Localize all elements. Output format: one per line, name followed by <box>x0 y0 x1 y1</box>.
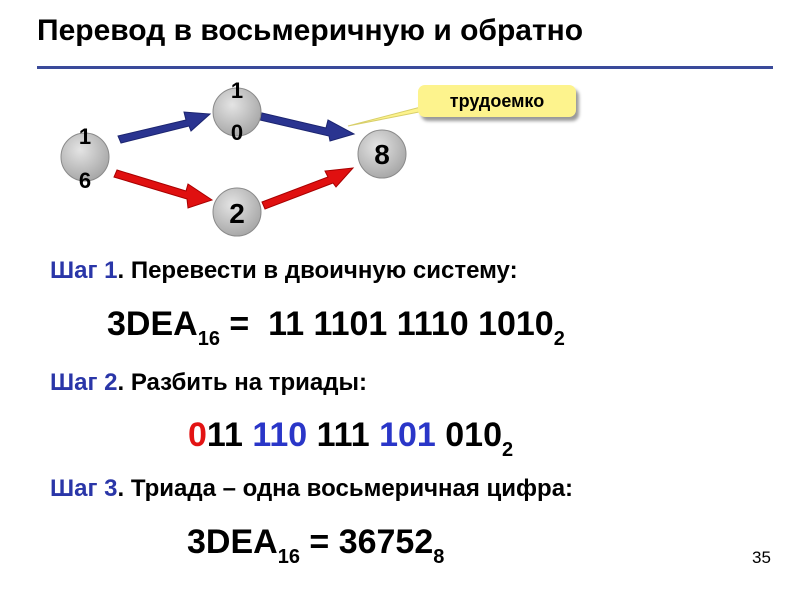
slide-title: Перевод в восьмеричную и обратно <box>37 14 584 47</box>
node-2: 2 <box>212 187 262 237</box>
eq3-equals: = <box>299 523 339 561</box>
step-1: Шаг 1. Перевести в двоичную систему: <box>50 257 518 285</box>
triad-4: 101 <box>379 416 436 454</box>
eq3-rhs: 36752 <box>338 523 434 561</box>
node-16-digit-1: 1 <box>79 124 91 149</box>
equation-octal: 3DEA16 = 367528 <box>187 523 444 567</box>
eq1-rhs: 11 1101 1110 1010 <box>268 305 554 343</box>
node-16: 1 6 <box>60 124 110 193</box>
step-2-label: Шаг 2 <box>50 369 118 396</box>
node-10: 1 0 <box>212 78 262 145</box>
eq3-lhs-base: 16 <box>277 546 300 568</box>
node-8: 8 <box>357 129 407 179</box>
node-8-label: 8 <box>374 139 390 170</box>
triad-5: 010 <box>445 416 502 454</box>
node-10-digit-2: 0 <box>231 120 243 145</box>
step-2: Шаг 2. Разбить на триады: <box>50 369 367 397</box>
triad-padding-zero: 0 <box>188 416 207 454</box>
node-16-digit-2: 6 <box>79 168 91 193</box>
step-3-text: . Триада – одна восьмеричная цифра: <box>117 475 574 502</box>
eq1-rhs-base: 2 <box>553 328 565 350</box>
title-underline <box>37 66 773 69</box>
triad-2: 110 <box>252 416 308 454</box>
triad-3: 111 <box>316 416 370 454</box>
arrow-2-to-8 <box>261 167 355 210</box>
step-2-text: . Разбить на триады: <box>117 369 367 396</box>
triads-base: 2 <box>502 439 514 461</box>
triad-1: 11 <box>206 416 243 454</box>
arrow-10-to-8 <box>259 112 356 142</box>
step-1-label: Шаг 1 <box>50 257 118 284</box>
eq1-lhs-base: 16 <box>197 328 220 350</box>
step-1-text: . Перевести в двоичную систему: <box>117 257 518 284</box>
node-2-label: 2 <box>229 198 245 229</box>
eq3-rhs-base: 8 <box>433 546 445 568</box>
eq1-equals: = <box>219 305 269 343</box>
triads-line: 011 110 111 101 0102 <box>188 416 513 460</box>
equation-binary: 3DEA16 = 11 1101 1110 10102 <box>107 305 565 349</box>
step-3: Шаг 3. Триада – одна восьмеричная цифра: <box>50 475 573 503</box>
arrow-16-to-10 <box>117 111 212 144</box>
page-number: 35 <box>752 548 771 567</box>
eq3-lhs: 3DEA <box>187 523 278 561</box>
eq1-lhs: 3DEA <box>107 305 198 343</box>
arrow-16-to-2 <box>113 169 214 209</box>
callout-laborious: трудоемко <box>418 85 576 117</box>
node-10-digit-1: 1 <box>231 78 243 103</box>
step-3-label: Шаг 3 <box>50 475 118 502</box>
